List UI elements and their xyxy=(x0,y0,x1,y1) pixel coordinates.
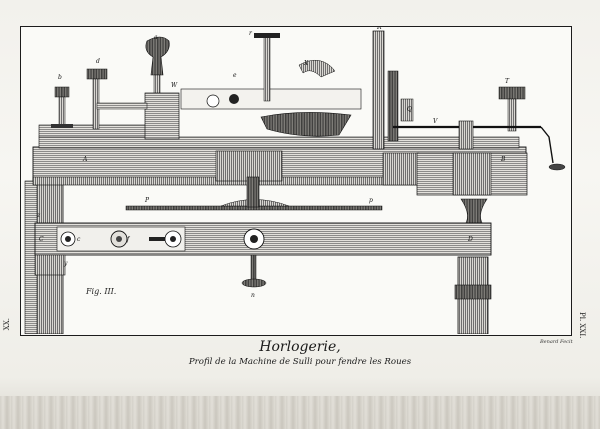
gear-g xyxy=(206,94,220,108)
side-label-right: Pl. XXI. xyxy=(578,312,586,339)
right-boss xyxy=(382,152,420,186)
label-T: T xyxy=(505,78,510,85)
lower-screw-knob xyxy=(241,278,267,288)
label-a: a xyxy=(154,34,158,41)
finial-left xyxy=(51,86,73,128)
plate-title: Horlogerie, xyxy=(259,339,341,355)
round-nut xyxy=(110,230,128,248)
spindle-head xyxy=(254,33,280,38)
label-z: z xyxy=(36,212,41,219)
label-y: y xyxy=(63,260,68,267)
gear-stack xyxy=(387,70,414,142)
star-knob-right xyxy=(149,230,182,248)
cutter-spindle xyxy=(263,34,271,102)
label-c: c xyxy=(77,236,81,243)
left-rail xyxy=(96,102,148,110)
engraving-plate: b d a W e r X R Q T V A B P p C D c f n … xyxy=(20,26,572,336)
screw-nut xyxy=(458,120,474,150)
scan-edge xyxy=(0,396,600,429)
engraver-credit: Benard Fecit xyxy=(540,339,573,345)
left-carriage xyxy=(144,92,180,140)
label-V: V xyxy=(433,118,438,125)
label-f: f xyxy=(126,236,131,243)
side-label-left: XX. xyxy=(3,318,11,331)
lower-screw xyxy=(250,254,257,282)
label-b: b xyxy=(58,74,62,81)
label-e: e xyxy=(233,72,237,79)
cutter-frame xyxy=(180,88,362,110)
label-A: A xyxy=(82,156,88,163)
label-B: B xyxy=(500,156,506,163)
lower-left-bracket xyxy=(34,254,66,276)
star-knob-left xyxy=(60,231,76,247)
label-Q: Q xyxy=(407,106,412,113)
label-r: r xyxy=(249,30,253,37)
label-n: n xyxy=(251,292,255,299)
arbor xyxy=(246,176,260,208)
label-w: W xyxy=(171,82,178,89)
crank-handle xyxy=(548,163,566,171)
center-star-knob xyxy=(243,228,265,250)
right-leg-collar xyxy=(454,284,492,300)
finial-mid-left xyxy=(86,68,108,130)
label-R: R xyxy=(376,27,382,31)
vertical-post xyxy=(372,30,385,150)
label-x: X xyxy=(303,60,309,67)
knob-h xyxy=(229,94,239,104)
label-P: P xyxy=(144,197,150,204)
label-C: C xyxy=(39,236,44,243)
right-beam-drum xyxy=(452,152,492,196)
label-p: p xyxy=(369,197,373,204)
plate-subtitle: Profil de la Machine de Sulli pour fendr… xyxy=(188,357,412,367)
label-D: D xyxy=(467,236,473,243)
top-plate xyxy=(38,136,520,149)
vase-finial xyxy=(145,36,170,96)
right-finial xyxy=(498,86,526,132)
figure-label: Fig. III. xyxy=(86,287,117,296)
crank-arm xyxy=(540,126,554,164)
label-d: d xyxy=(96,58,100,65)
center-block xyxy=(215,150,283,182)
machine-drawing: b d a W e r X R Q T V A B P p C D c f n … xyxy=(24,27,566,334)
cutting-guard xyxy=(260,112,352,137)
top-clamp xyxy=(298,59,336,78)
